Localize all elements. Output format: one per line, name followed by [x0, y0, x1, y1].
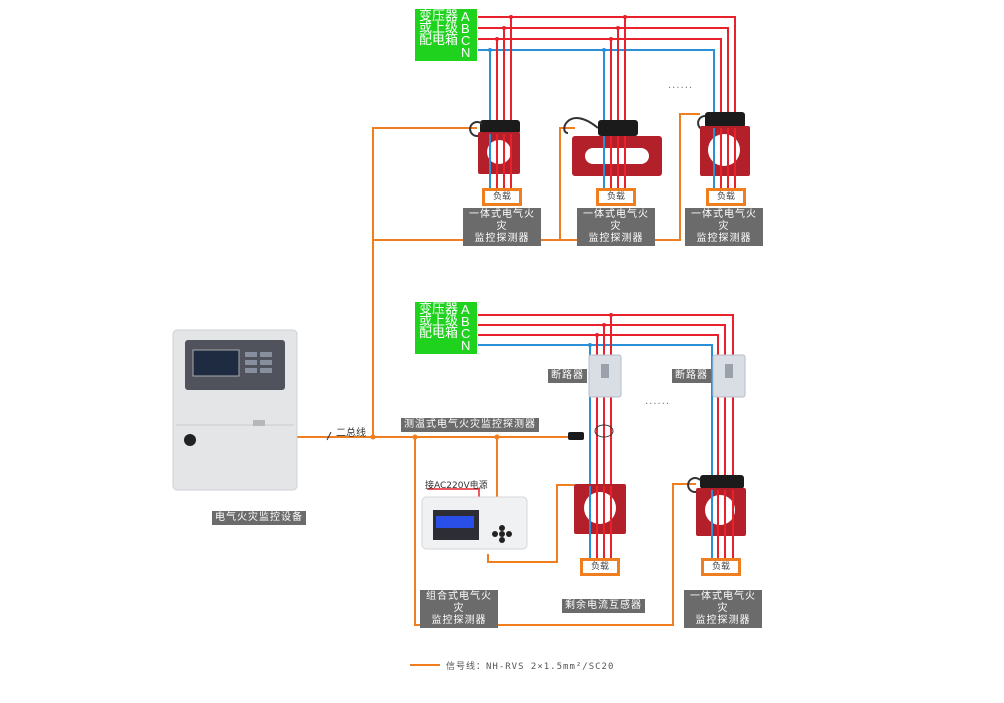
power-line: [427, 488, 480, 498]
caption-line: 一体式电气火灾: [690, 591, 756, 614]
bottom-integrated-load: 负载: [701, 558, 741, 576]
top-phase-b: B: [461, 21, 470, 36]
breaker-2: [712, 354, 746, 398]
combo-detector-caption: 组合式电气火灾 监控探测器: [420, 590, 498, 628]
caption-line: 监控探测器: [431, 615, 487, 626]
residual-current-transformer: [574, 484, 626, 565]
caption-line: 监控探测器: [474, 233, 530, 244]
caption-line: 监控探测器: [588, 233, 644, 244]
top-sensor-3: [697, 112, 750, 190]
caption-line: 一体式电气火灾: [691, 209, 757, 232]
bottom-signal-lines: [296, 436, 696, 626]
top-sensor-2: [563, 117, 662, 190]
breaker-1: [588, 354, 622, 398]
top-source-box: 变压器 或上级 配电箱 A B C N: [415, 9, 477, 61]
bottom-source-box: 变压器 或上级 配电箱 A B C N: [415, 302, 477, 354]
top-source-line-2: 或上级: [419, 21, 459, 36]
bottom-ellipsis: ......: [645, 396, 671, 407]
caption-line: 组合式电气火灾: [426, 591, 492, 614]
bottom-source-line-3: 配电箱: [419, 326, 459, 341]
caption-line: 一体式电气火灾: [469, 209, 535, 232]
legend-signal-text: 信号线：NH-RVS 2×1.5mm²/SC20: [446, 662, 615, 672]
top-source-line-3: 配电箱: [419, 33, 459, 48]
bottom-integrated-sensor: [687, 475, 746, 565]
top-detector-3-caption: 一体式电气火灾 监控探测器: [685, 208, 763, 246]
bus-label: 二总线: [336, 428, 366, 439]
bottom-phase-b: B: [461, 314, 470, 329]
caption-line: 监控探测器: [695, 615, 751, 626]
top-phase-n: N: [461, 45, 471, 60]
top-sensor-1: [469, 120, 520, 190]
power-label: 接AC220V电源: [425, 481, 488, 491]
residual-load: 负载: [580, 558, 620, 576]
top-phase-c: C: [461, 33, 471, 48]
top-load-2: 负载: [596, 188, 636, 206]
top-line-n: [478, 49, 715, 118]
caption-line: 监控探测器: [696, 233, 752, 244]
top-source-line-1: 变压器: [419, 9, 459, 24]
caption-line: 一体式电气火灾: [583, 209, 649, 232]
temp-detector-label: 测温式电气火灾监控探测器: [401, 418, 539, 432]
top-load-3: 负载: [706, 188, 746, 206]
bottom-phase-n: N: [461, 338, 471, 353]
bottom-integrated-caption: 一体式电气火灾 监控探测器: [684, 590, 762, 628]
residual-ct-caption: 剩余电流互感器: [562, 599, 645, 613]
top-line-c: [478, 38, 722, 118]
breaker-2-label: 断路器: [672, 369, 711, 383]
top-phase-a: A: [461, 9, 470, 24]
bottom-source-line-1: 变压器: [419, 302, 459, 317]
top-line-a: [478, 16, 736, 118]
top-detector-2-caption: 一体式电气火灾 监控探测器: [577, 208, 655, 246]
top-detector-1-caption: 一体式电气火灾 监控探测器: [463, 208, 541, 246]
host-caption: 电气火灾监控设备: [212, 511, 306, 525]
temp-sensor: [568, 424, 614, 440]
top-ellipsis: ......: [668, 80, 694, 91]
bottom-phase-c: C: [461, 326, 471, 341]
top-load-1: 负载: [482, 188, 522, 206]
bottom-source-line-2: 或上级: [419, 314, 459, 329]
top-line-b: [478, 27, 729, 118]
host-cabinet: [172, 329, 298, 491]
bottom-phase-a: A: [461, 302, 470, 317]
combo-detector-device: [421, 496, 528, 550]
breaker-1-label: 断路器: [548, 369, 587, 383]
